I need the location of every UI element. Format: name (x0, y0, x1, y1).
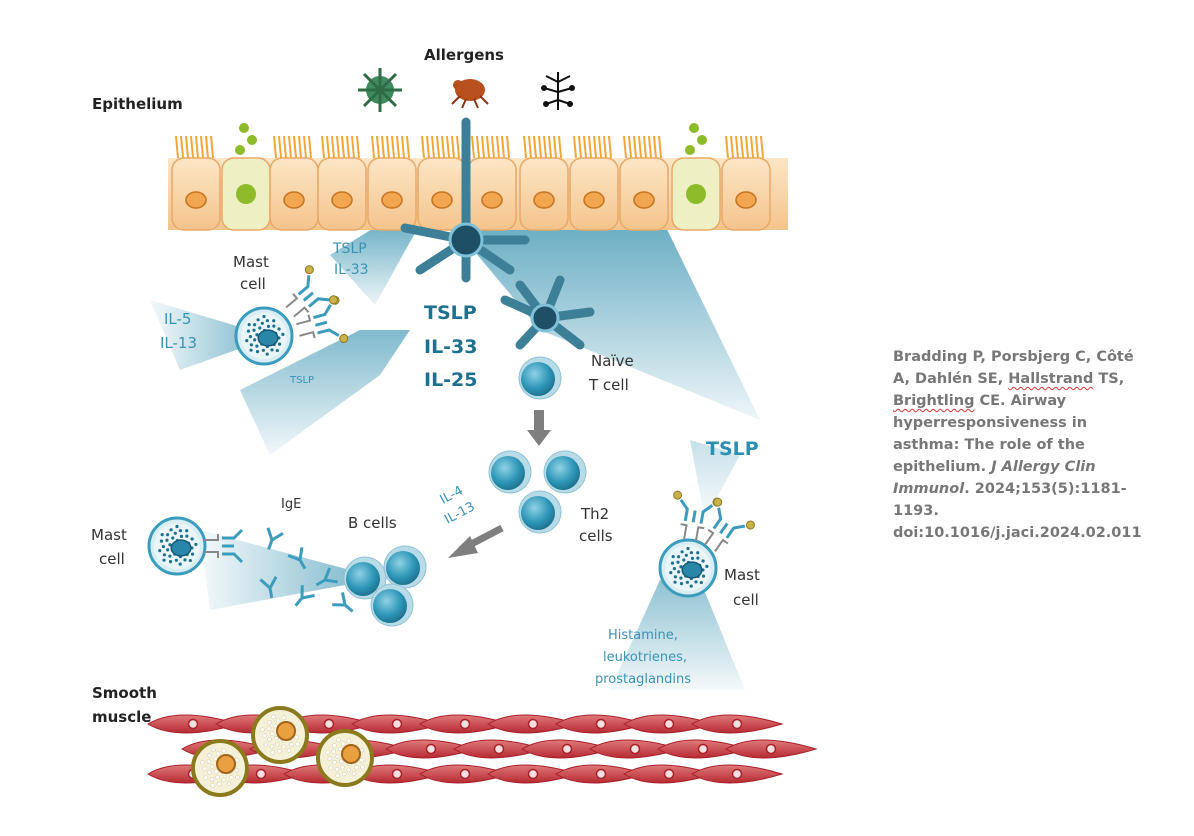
mast-cell-top-label-1: Mast (233, 253, 269, 271)
naive-label-2: T cell (589, 376, 629, 394)
mast-cell-top-label-2: cell (240, 275, 266, 293)
mast-cell-left-label-1: Mast (91, 526, 127, 544)
smooth-muscle-label-2: muscle (92, 708, 152, 726)
il13-left-label: IL-13 (160, 334, 198, 352)
eosinophil (316, 729, 374, 787)
dust-mite-icon (451, 79, 489, 109)
signal-beams (150, 210, 760, 690)
epithelium-label: Epithelium (92, 95, 183, 113)
citation: Bradding P, Porsbjerg C, Côté A, Dahlén … (893, 346, 1163, 544)
smooth-muscle-label-1: Smooth (92, 684, 157, 702)
citation-line: hyperresponsiveness in (893, 415, 1088, 431)
dendritic-cell-center-nucleus (530, 303, 560, 333)
epithelium-layer (168, 123, 788, 231)
pollen-icon (358, 68, 402, 112)
arrow-down (527, 410, 551, 446)
ige-label: IgE (281, 497, 302, 512)
histamine-label-2: leukotrienes, (603, 650, 688, 665)
mast-cell (658, 538, 718, 598)
lymphocytes (343, 356, 587, 627)
eosinophil (251, 706, 309, 764)
citation-line: epithelium. J Allergy Clin (893, 459, 1096, 475)
il5-label: IL-5 (164, 310, 192, 328)
il25-center-label: IL-25 (424, 369, 478, 391)
allergens-label: Allergens (424, 46, 504, 64)
histamine-label-3: prostaglandins (595, 672, 692, 687)
citation-line: A, Dahlén SE, Hallstrand TS, (893, 371, 1125, 387)
citation-line: Immunol. 2024;153(5):1181- (893, 481, 1127, 497)
eosinophil (191, 739, 249, 797)
arrow-to-b-cells (448, 524, 504, 558)
tslp-small-label: TSLP (290, 375, 315, 386)
mast-cells (147, 265, 755, 598)
mold-icon (541, 72, 575, 110)
smooth-muscle-layer (147, 706, 818, 797)
citation-line: 1193. (893, 503, 939, 519)
th2-label-1: Th2 (581, 505, 610, 523)
tslp-top-label: TSLP (333, 241, 367, 257)
citation-line: Bradding P, Porsbjerg C, Côté (893, 349, 1134, 365)
il33-top-label: IL-33 (334, 262, 369, 278)
tslp-right-label: TSLP (706, 438, 759, 460)
b-cells-label: B cells (348, 514, 397, 532)
citation-doi: doi:10.1016/j.jaci.2024.02.011 (893, 525, 1142, 541)
mast-cell-left-label-2: cell (99, 550, 125, 568)
mast-cell (234, 306, 294, 366)
citation-line: asthma: The role of the (893, 437, 1085, 453)
naive-label-1: Naïve (591, 352, 634, 370)
citation-line: Brightling CE. Airway (893, 393, 1067, 409)
th2-label-2: cells (579, 527, 613, 545)
histamine-label-1: Histamine, (608, 628, 678, 643)
il33-center-label: IL-33 (424, 336, 478, 358)
mast-cell-right-label-2: cell (733, 591, 759, 609)
mast-cell (147, 516, 207, 576)
ige-antibodies (259, 527, 354, 613)
tslp-center-label: TSLP (424, 302, 477, 324)
mast-cell-right-label-1: Mast (724, 566, 760, 584)
dendritic-cell-top-nucleus (448, 222, 484, 258)
